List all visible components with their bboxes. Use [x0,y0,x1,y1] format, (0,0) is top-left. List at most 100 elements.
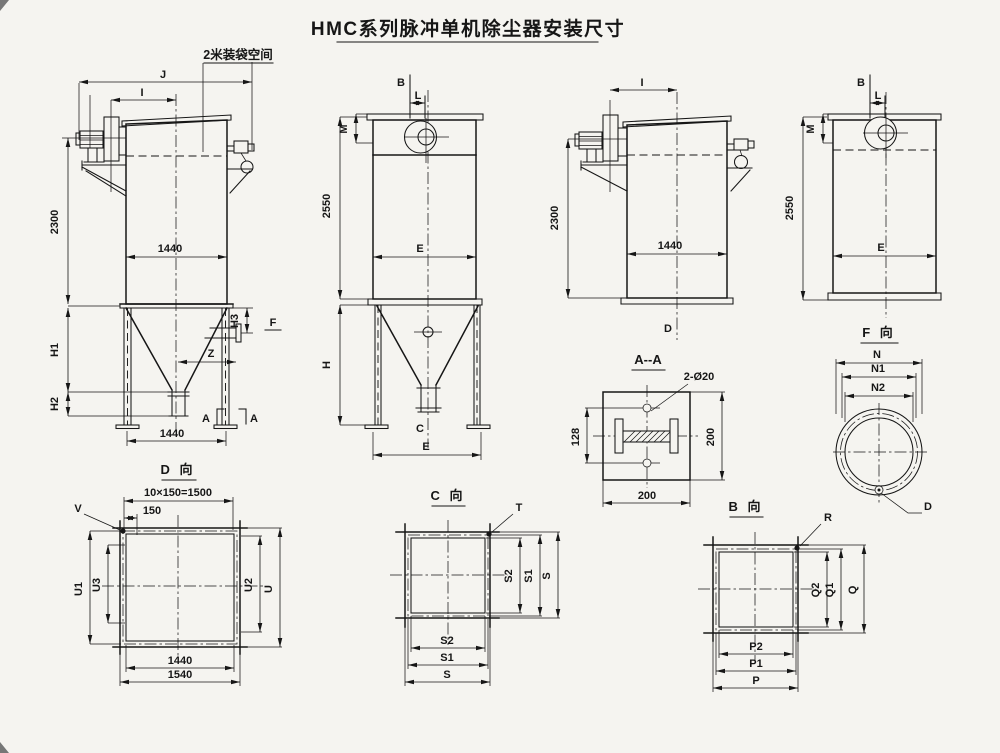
section-title: A--A [634,352,662,367]
belt-housing [103,116,120,162]
dim-label-m: M [338,124,350,133]
dimensions: N N1 N2 [835,349,923,422]
base-flange [620,297,734,305]
dim-label-i: I [140,87,143,99]
view-c-discharge-flange: C 向 T S2 S1 S S2 S1 S [390,488,561,686]
dim-label-u1: U1 [73,582,85,596]
dir-label-b: B [397,77,405,89]
dim-label-150: 150 [143,505,161,517]
dim-label-h1: H1 [49,343,61,357]
fan-motor [62,95,127,192]
pulse-valve [726,138,755,192]
foot-plate [115,424,140,430]
dim-label-e: E [416,243,423,255]
leader-line [83,513,121,531]
dim-label-l: L [875,90,882,102]
dim-label-s1-side: S1 [523,569,535,582]
flange-opening [125,533,235,642]
bolt-line [122,530,238,645]
foot-plate [466,424,491,430]
dir-label-d: D [664,323,672,335]
dim-label-p2: P2 [749,641,762,653]
dimensions: 10×150=1500 150 U1 U3 U2 U 1440 1540 [73,487,283,686]
dir-label-c: C [416,423,424,435]
scan-artifact [0,742,9,753]
view-b-outlet-flange: B 向 R Q2 Q1 Q P2 P1 P [698,499,867,692]
leg-i-beam-section [614,418,679,454]
pulse-valve [226,140,255,194]
dimensions: B L M 2550 E [784,77,936,301]
dim-label-1440-body: 1440 [158,243,182,255]
base-flange [827,292,942,301]
dim-label-s2-side: S2 [503,569,515,582]
dim-label-n2: N2 [871,382,885,394]
dimensions: S2 S1 S S2 S1 S [404,531,561,686]
section-mark-a-right: A [250,413,258,425]
fan-scroll [403,74,449,163]
dimensions: B L M 2550 H E C E [321,77,482,460]
dim-label-h3: H3 [229,314,241,328]
hole-callout: 2-Ø20 [684,371,715,383]
top-lid [121,114,232,127]
leader-line [799,523,822,547]
dim-label-1440: 1440 [168,655,192,667]
dim-label-h2: H2 [49,397,61,411]
foot-plate [213,424,238,430]
corner-bolt-marker [120,528,126,534]
dimensions: Q2 Q1 Q P2 P1 P [712,544,867,692]
view-side-elevation-with-legs: J I 2米装袋空间 2300 1440 H1 H2 H3 F Z A A 14… [49,47,282,446]
dim-label-q2: Q2 [810,583,822,598]
dim-label-bolt-spacing: 10×150=1500 [144,487,212,499]
corner-bolt-marker [794,545,800,551]
dim-label-q: Q [847,585,859,594]
leader-line [491,513,514,533]
dim-label-u3: U3 [91,578,103,592]
view-f-inlet-flange: F 向 D N N1 N2 [833,325,932,514]
dim-label-j: J [160,69,166,81]
view-title: D 向 [160,462,195,477]
view-d-top-flange: D 向 V 10×150=1500 150 U1 U3 U2 U [73,462,283,686]
motor-bracket [81,160,127,197]
dim-label-200-h: 200 [638,490,656,502]
page-title: HMC系列脉冲单机除尘器安装尺寸 [311,17,625,40]
dimensions: I 2300 1440 D [549,77,727,335]
corner-bolt-marker [486,531,492,537]
dim-label-u2: U2 [243,578,255,592]
dim-label-s-side: S [541,572,553,579]
dim-label-q1: Q1 [824,583,836,598]
view-front-elevation-with-legs: B L M 2550 H E C E [321,74,491,460]
fan-motor [568,100,628,192]
dim-label-2300: 2300 [549,206,561,230]
dim-label-1440-legs: 1440 [160,428,184,440]
dim-label-s2-bottom: S2 [440,635,453,647]
dim-label-2550: 2550 [321,194,333,218]
dim-label-p: P [752,675,759,687]
dimensions: 128 200 200 [570,391,725,507]
dim-label-i: I [640,77,643,89]
dim-label-s1-bottom: S1 [440,652,453,664]
hopper-and-legs [364,298,491,430]
hopper-and-legs [115,303,238,430]
foot-plate [364,424,389,430]
section-mark-a-left: A [202,413,210,425]
leader-line [880,492,922,514]
bolt-hole [642,458,652,468]
view-title: C 向 [430,488,465,503]
dir-label-b: B [857,77,865,89]
dim-label-m: M [805,124,817,133]
collector-body [125,119,228,305]
bolt-line [715,548,797,631]
scan-artifact [0,0,9,11]
flange-opening [718,551,794,628]
dimensions: J I 2米装袋空间 2300 1440 H1 H2 H3 F Z A A 14… [49,47,282,446]
dim-label-n: N [873,349,881,361]
dim-label-200-v: 200 [705,428,717,446]
label-r: R [824,512,832,524]
section-a-a: A--A 2-Ø20 128 200 200 [570,352,725,507]
bolt-line [407,534,489,617]
dim-label-1440: 1440 [658,240,682,252]
view-title: B 向 [728,499,763,514]
dim-label-p1: P1 [749,658,762,670]
